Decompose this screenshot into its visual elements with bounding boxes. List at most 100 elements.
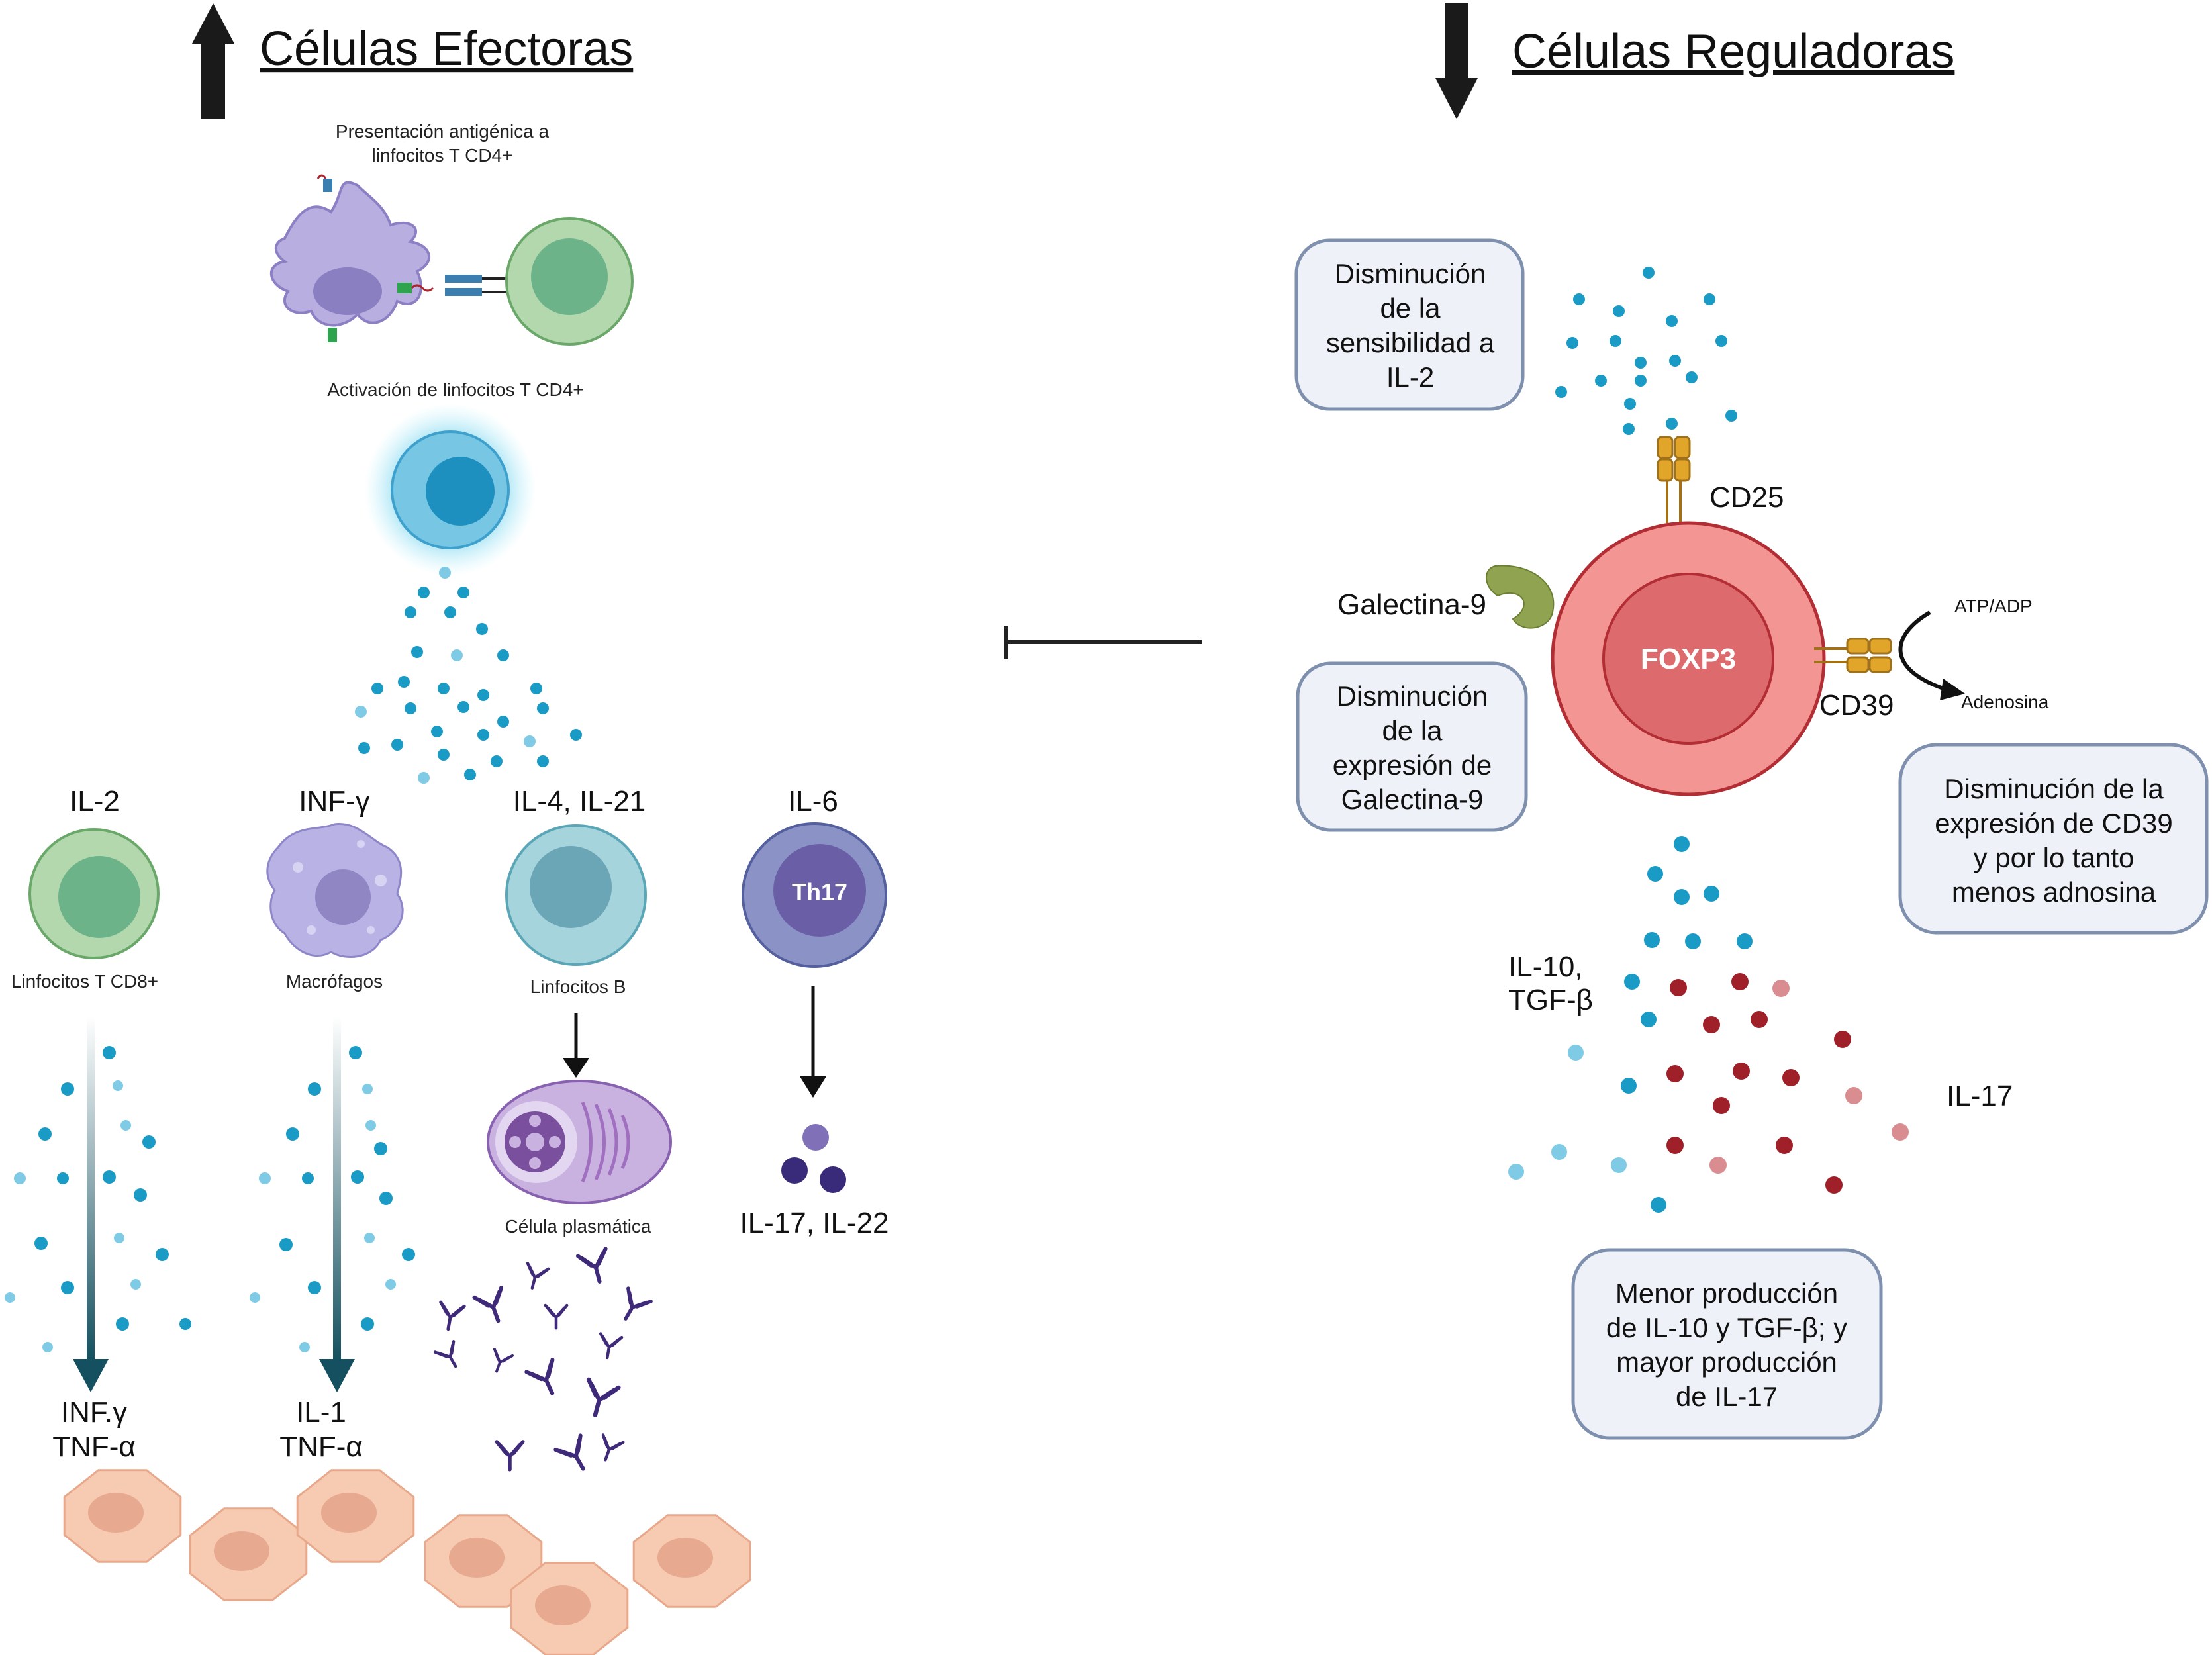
molecule-dot bbox=[457, 587, 469, 598]
box-prod-line-4: de IL-17 bbox=[1676, 1381, 1778, 1412]
molecule-dot bbox=[1555, 386, 1567, 398]
antibody-icon bbox=[586, 1377, 621, 1417]
molecule-dot bbox=[398, 676, 410, 688]
molecule-dot bbox=[491, 755, 503, 767]
molecule-dot bbox=[570, 729, 582, 741]
up-arrow-icon bbox=[192, 3, 234, 119]
tcr-receptor-icon bbox=[445, 275, 510, 296]
molecule-dot bbox=[103, 1170, 116, 1184]
molecule-dot bbox=[1674, 889, 1690, 905]
label-atp: ATP/ADP bbox=[1954, 596, 2033, 616]
label-tgfb: TGF-β bbox=[1508, 984, 1593, 1016]
molecule-dot bbox=[385, 1279, 396, 1290]
antibody-icon bbox=[472, 1286, 504, 1323]
molecule-dot bbox=[1623, 423, 1635, 435]
molecule-dot bbox=[1644, 932, 1660, 948]
molecule-dot bbox=[1551, 1144, 1567, 1160]
molecule-dot bbox=[438, 749, 450, 761]
molecule-dot bbox=[1704, 293, 1715, 305]
label-bcell: Linfocitos B bbox=[530, 976, 626, 997]
molecule-dot bbox=[1635, 375, 1647, 387]
box-il2-line-2: de la bbox=[1380, 293, 1441, 324]
molecule-dot bbox=[1834, 1031, 1851, 1048]
molecule-dot bbox=[355, 706, 367, 718]
molecule-dot bbox=[405, 606, 416, 618]
molecule-dot bbox=[61, 1082, 74, 1096]
box-cd39-line-2: expresión de CD39 bbox=[1935, 808, 2173, 839]
label-macrophage: Macrófagos bbox=[286, 971, 383, 992]
antibody-icon bbox=[601, 1433, 625, 1462]
galectin-9-icon bbox=[1486, 565, 1555, 629]
box-prod-line-1: Menor producción bbox=[1615, 1278, 1838, 1309]
tissue-cell bbox=[632, 1514, 751, 1608]
cd4-t-cell-icon bbox=[505, 217, 634, 346]
label-galectina: Galectina-9 bbox=[1337, 589, 1486, 621]
molecule-dot bbox=[1666, 418, 1678, 430]
molecule-dot bbox=[1573, 293, 1585, 305]
molecule-dot bbox=[1670, 979, 1687, 996]
molecule-dot bbox=[1709, 1157, 1727, 1174]
molecule-dot bbox=[38, 1127, 52, 1141]
label-cd8-out-1: INF.γ bbox=[61, 1396, 127, 1429]
molecule-dot bbox=[308, 1082, 321, 1096]
molecule-dot bbox=[524, 735, 536, 747]
molecule-dot bbox=[1751, 1011, 1768, 1028]
label-il4-il21: IL-4, IL-21 bbox=[513, 785, 646, 818]
box-il2-line-4: IL-2 bbox=[1386, 361, 1434, 393]
molecule-dot bbox=[1568, 1045, 1584, 1061]
molecule-dot bbox=[537, 702, 549, 714]
regulatory-title: Células Reguladoras bbox=[1512, 25, 1954, 78]
molecule-dot bbox=[464, 769, 476, 780]
box-cd39-line-1: Disminución de la bbox=[1944, 773, 2164, 804]
molecule-dot bbox=[418, 772, 430, 784]
molecule-dot bbox=[1621, 1078, 1637, 1094]
label-th17: Th17 bbox=[792, 878, 847, 906]
label-il17: IL-17 bbox=[1947, 1080, 2013, 1112]
effector-title: Células Efectoras bbox=[260, 23, 633, 75]
molecule-dot bbox=[497, 649, 509, 661]
molecule-dot bbox=[371, 683, 383, 694]
molecule-dot bbox=[156, 1248, 169, 1261]
molecule-dot bbox=[103, 1046, 116, 1059]
box-gal-line-3: expresión de bbox=[1333, 749, 1492, 780]
molecule-dot bbox=[1595, 375, 1607, 387]
molecule-dot bbox=[1669, 355, 1681, 367]
molecule-dot bbox=[1611, 1157, 1627, 1173]
box-cd39-line-4: menos adnosina bbox=[1952, 876, 2156, 908]
cd8-cytokine-dots bbox=[5, 1046, 191, 1352]
molecule-dot bbox=[1825, 1176, 1843, 1194]
antibody-icon bbox=[599, 1332, 624, 1360]
inhibition-bar-icon bbox=[1004, 626, 1202, 659]
molecule-dot bbox=[1666, 315, 1678, 327]
label-cd39: CD39 bbox=[1819, 689, 1894, 722]
macrophage-icon bbox=[266, 822, 404, 958]
activated-t-cell-icon bbox=[364, 404, 536, 576]
il2-dots bbox=[1555, 267, 1737, 435]
molecule-dot bbox=[497, 716, 509, 728]
molecule-dot bbox=[379, 1192, 393, 1205]
molecule-dot bbox=[365, 1120, 376, 1131]
molecule-dot bbox=[476, 623, 488, 635]
label-cd8: Linfocitos T CD8+ bbox=[11, 971, 158, 992]
molecule-dot bbox=[402, 1248, 415, 1261]
molecule-dot bbox=[362, 1084, 373, 1094]
molecule-dot bbox=[1641, 1012, 1657, 1027]
molecule-dot bbox=[477, 729, 489, 741]
molecule-dot bbox=[5, 1292, 15, 1303]
il10-il17-dots bbox=[1508, 836, 1909, 1213]
box-il2-sensitivity: Disminución de la sensibilidad a IL-2 bbox=[1294, 238, 1525, 411]
molecule-dot bbox=[439, 567, 451, 579]
antibody-icon bbox=[526, 1262, 550, 1290]
molecule-dot bbox=[14, 1172, 26, 1184]
molecule-dot bbox=[391, 739, 403, 751]
plasma-cell-icon bbox=[487, 1080, 672, 1204]
molecule-dot bbox=[1725, 410, 1737, 422]
molecule-dot bbox=[1647, 866, 1663, 882]
molecule-dot bbox=[134, 1188, 147, 1202]
molecule-dot bbox=[361, 1317, 374, 1331]
antibody-icon bbox=[575, 1247, 608, 1284]
molecule-dot bbox=[1508, 1164, 1524, 1180]
molecule-dot bbox=[477, 689, 489, 701]
atp-conversion-arrow-icon bbox=[1898, 610, 1965, 700]
